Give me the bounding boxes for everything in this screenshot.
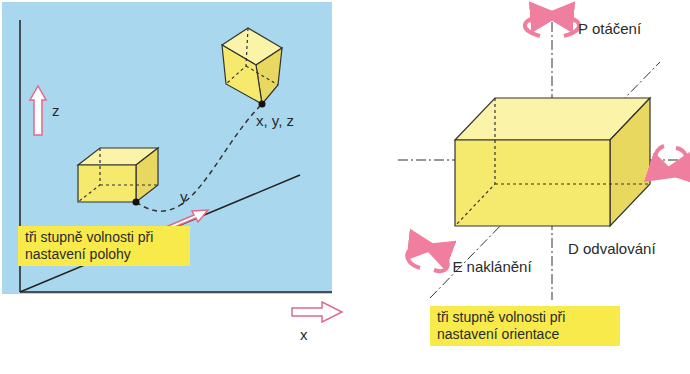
axis-label: x: [300, 326, 308, 343]
rotation-label: E naklánění: [452, 258, 532, 275]
rotation-label: P otáčení: [578, 20, 641, 37]
motion-path: [136, 104, 262, 211]
x-arrow: [292, 302, 342, 322]
axis-label: z: [52, 102, 60, 119]
caption-text: tři stupně volnosti při nastavení orient…: [437, 309, 613, 343]
orientation-block: [455, 98, 650, 226]
axis-label: y: [180, 188, 188, 205]
position-panel: [2, 2, 332, 294]
caption-box: tři stupně volnosti při nastavení orient…: [430, 306, 620, 346]
rotation-arrow: [407, 16, 686, 271]
rotation-label: D odvalování: [568, 240, 656, 257]
caption-text: tři stupně volnosti při nastavení polohy: [25, 229, 183, 263]
coordinate-label: x, y, z: [256, 112, 294, 129]
caption-box: tři stupně volnosti při nastavení polohy: [18, 226, 190, 266]
block-end: [222, 28, 282, 104]
z-arrow: [30, 86, 46, 135]
rotation-axes: [398, 22, 684, 300]
block-start: [78, 148, 158, 202]
